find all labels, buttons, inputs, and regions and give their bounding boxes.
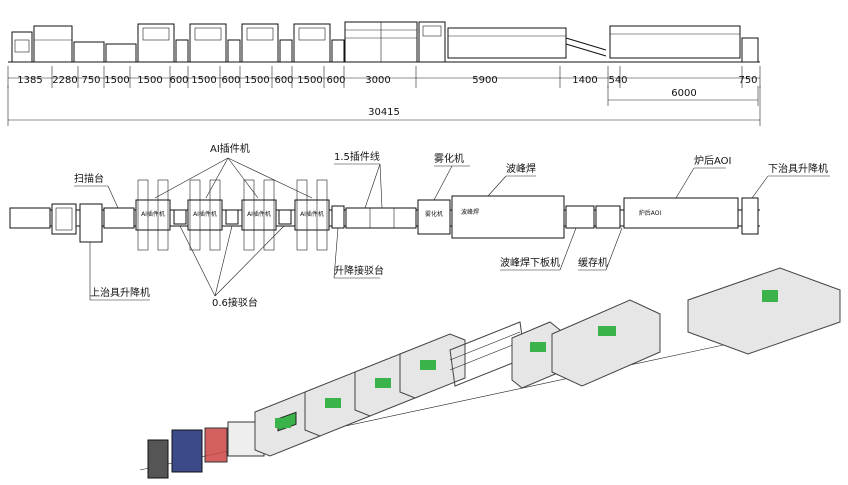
atomizer-text: 雾化机 [425,210,443,218]
isometric-view [139,267,841,479]
label-atomizer: 雾化机 [434,152,464,165]
dim-label: 5900 [472,75,497,86]
dim-label: 1400 [572,75,597,86]
label-lower-fixture-lift: 下治具升降机 [768,162,828,175]
wave-text: 波峰焊 [461,208,479,216]
label-lift-docking: 升降接驳台 [334,264,384,277]
ai-machine-text: AI插件机 [193,210,217,218]
dim-label: 600 [169,75,188,86]
label-post-oven-aoi: 炉后AOI [694,155,732,167]
dim-label: 1385 [17,75,42,86]
ai-machine-text: AI插件机 [141,210,165,218]
dim-label: 1500 [244,75,269,86]
aoi-text: 炉后AOI [639,209,662,217]
dim-label: 1500 [191,75,216,86]
label-docking-06: 0.6接驳台 [212,296,258,309]
dim-label: 1500 [297,75,322,86]
ai-machine-text: AI插件机 [300,210,324,218]
dim-label: 3000 [365,75,390,86]
dim-label: 600 [221,75,240,86]
label-ai-inserters: AI插件机 [210,142,250,155]
label-wave-solder: 波峰焊 [506,162,536,175]
dim-label: 600 [326,75,345,86]
label-wave-unloader: 波峰焊下板机 [500,256,560,269]
ai-machine-text: AI插件机 [247,210,271,218]
dim-label: 750 [738,75,757,86]
label-upper-fixture-lift: 上治具升降机 [90,286,150,299]
dim-6000-label: 6000 [671,88,696,99]
dimension-ticks [7,66,761,88]
dim-label: 2280 [52,75,77,86]
plan-view: AI插件机 AI插件机 AI插件机 AI插件机 雾化机 波峰焊 炉后AOI [9,142,830,309]
dim-label: 540 [608,75,627,86]
dim-label: 600 [274,75,293,86]
dim-label: 1500 [137,75,162,86]
dim-label: 750 [81,75,100,86]
elevation-view: 1385 2280 750 1500 1500 600 1500 600 150… [7,21,761,126]
label-insert-line-15: 1.5插件线 [334,150,380,163]
total-length-label: 30415 [368,107,400,118]
label-scan-station: 扫描台 [74,172,104,185]
label-buffer: 缓存机 [578,256,608,269]
dim-label: 1500 [104,75,129,86]
